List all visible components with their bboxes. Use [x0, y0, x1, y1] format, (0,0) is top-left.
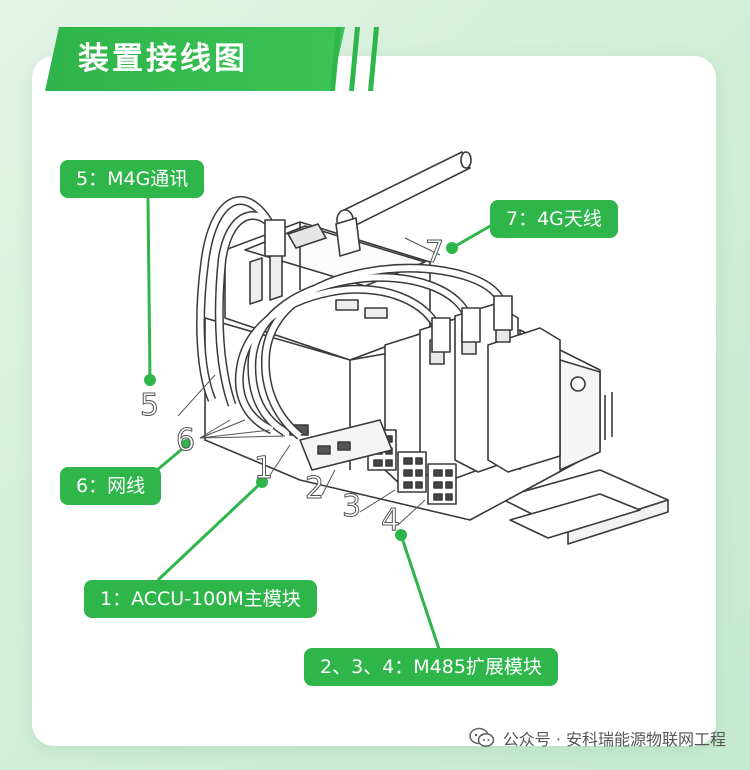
callout-3: 3	[342, 489, 361, 524]
title-banner	[45, 27, 345, 91]
callout-6: 6	[176, 423, 195, 458]
callout-5: 5	[140, 388, 159, 423]
callout-lines	[177, 237, 441, 526]
label-antenna: 7：4G天线	[490, 200, 618, 238]
cable-fill	[197, 197, 506, 439]
banner-stripe	[330, 27, 341, 91]
callout-numbers: 5 6 1 2 3 4 7	[140, 235, 445, 539]
callout-4: 4	[381, 503, 400, 538]
footer: 公众号 · 安科瑞能源物联网工程	[468, 724, 726, 752]
label-main-module: 1：ACCU-100M主模块	[84, 580, 317, 618]
label-m4g: 5：M4G通讯	[60, 160, 205, 198]
callout-2: 2	[305, 471, 324, 506]
label-network: 6：网线	[60, 467, 162, 505]
footer-text: 公众号 · 安科瑞能源物联网工程	[502, 730, 726, 749]
label-ext-module: 2、3、4：M485扩展模块	[304, 648, 558, 686]
extension-modules	[384, 303, 561, 485]
wechat-icon	[468, 727, 495, 747]
banner-stripe	[349, 27, 360, 91]
pointer-lines	[146, 197, 493, 653]
page-title: 装置接线图	[78, 41, 248, 77]
cable-plugs	[264, 219, 513, 353]
callout-7: 7	[425, 235, 444, 270]
device-drawing	[196, 151, 669, 545]
din-rail	[499, 469, 669, 545]
banner-stripe	[368, 27, 379, 91]
pointer-dots	[144, 242, 458, 541]
antenna	[335, 151, 472, 257]
callout-1: 1	[254, 451, 273, 486]
